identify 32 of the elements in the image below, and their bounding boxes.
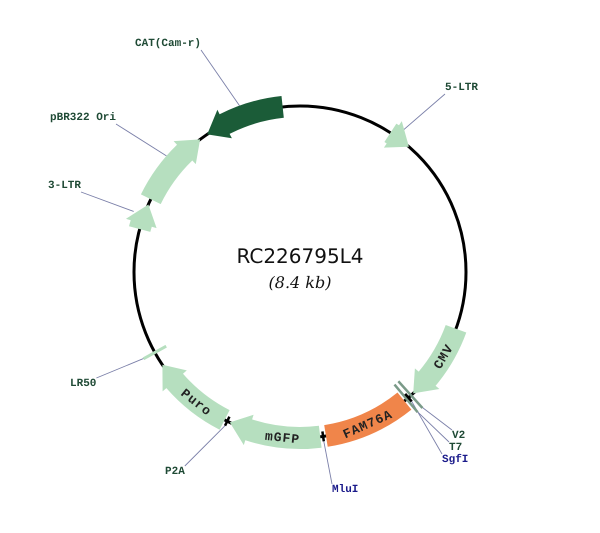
feature-label: V2 <box>452 430 466 442</box>
site-marker <box>394 384 419 413</box>
leader-line <box>80 192 134 212</box>
feature-label: T7 <box>449 442 462 454</box>
plasmid-feature <box>140 139 200 204</box>
leader-line <box>96 357 146 378</box>
site-marker <box>321 431 326 442</box>
plasmid-feature <box>207 96 284 138</box>
plasmid-name: RC226795L4 <box>235 244 365 268</box>
feature-label: 5-LTR <box>445 82 478 94</box>
site-marker <box>404 393 413 402</box>
leader-line <box>200 50 240 106</box>
site-marker <box>224 416 231 426</box>
plasmid-size: (8.4 kb) <box>268 273 332 292</box>
feature-label: LR50 <box>70 378 96 390</box>
feature-label: MluI <box>332 484 358 496</box>
feature-label: SgfI <box>442 454 468 466</box>
plasmid-feature: mGFP <box>230 414 322 449</box>
leader-line <box>323 440 332 484</box>
leader-line <box>420 406 452 430</box>
feature-label: pBR322 Ori <box>50 112 116 124</box>
leader-line <box>184 425 226 466</box>
plasmid-feature <box>126 204 157 232</box>
feature-label: CAT(Cam-r) <box>135 38 202 50</box>
plasmid-feature <box>384 121 409 148</box>
leader-line <box>411 401 442 454</box>
feature-label: 3-LTR <box>48 180 82 192</box>
site-marker <box>397 380 424 409</box>
leader-line <box>402 94 446 131</box>
leader-line <box>116 124 167 156</box>
feature-label: P2A <box>165 466 185 478</box>
site-marker <box>142 344 167 360</box>
